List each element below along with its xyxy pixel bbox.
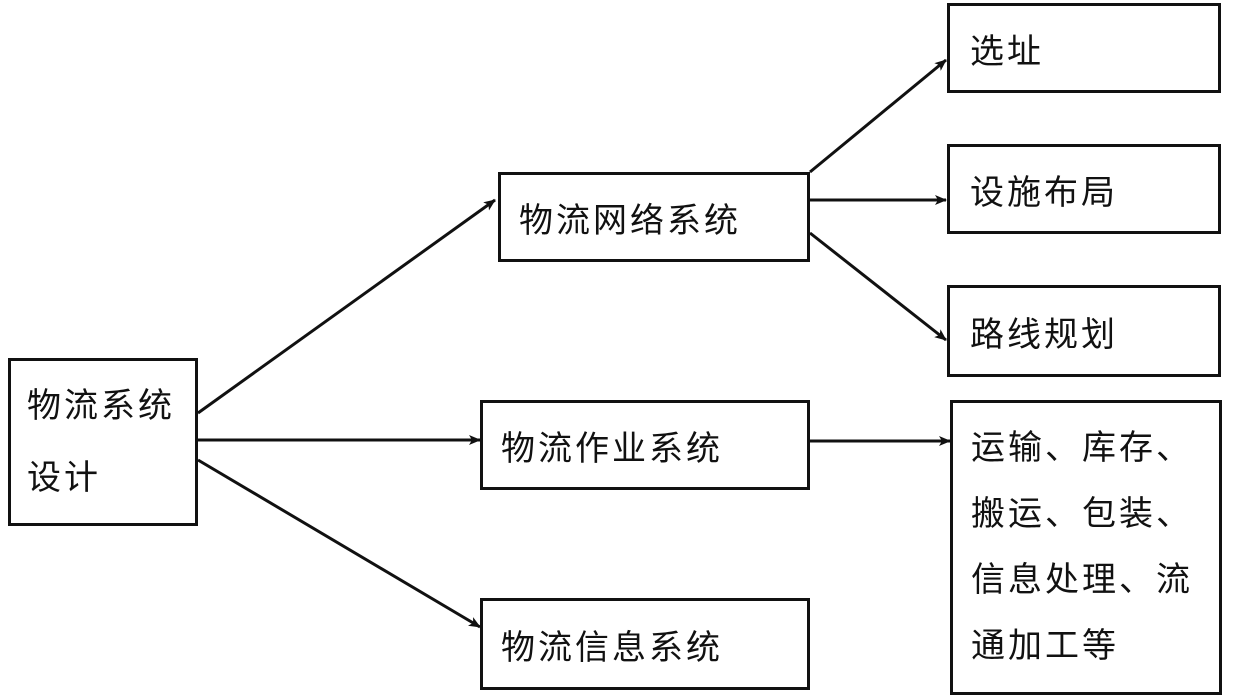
activities-line2: 搬运、包装、 xyxy=(971,494,1193,534)
node-siting: 选址 xyxy=(947,3,1221,93)
arrow-root-to-information xyxy=(197,458,481,629)
node-facility-layout: 设施布局 xyxy=(947,144,1221,234)
node-operation-activities: 运输、库存、 搬运、包装、 信息处理、流 通加工等 xyxy=(950,400,1222,695)
root-node-label-line1: 物流系统 xyxy=(27,386,175,426)
node-label: 物流网络系统 xyxy=(519,200,741,241)
node-logistics-operation-system: 物流作业系统 xyxy=(480,400,810,490)
root-node-logistics-system-design: 物流系统 设计 xyxy=(8,358,198,526)
node-label: 路线规划 xyxy=(970,314,1118,355)
arrow-network-to-routing xyxy=(809,231,947,342)
node-route-planning: 路线规划 xyxy=(947,285,1221,377)
node-logistics-information-system: 物流信息系统 xyxy=(480,598,810,690)
node-label: 设施布局 xyxy=(970,172,1118,213)
arrow-root-to-network xyxy=(197,198,496,415)
node-label: 物流信息系统 xyxy=(501,627,723,668)
node-logistics-network-system: 物流网络系统 xyxy=(498,172,810,262)
activities-line1: 运输、库存、 xyxy=(971,428,1193,468)
arrow-network-to-siting xyxy=(809,58,947,174)
root-node-label-line2: 设计 xyxy=(27,458,101,498)
node-label: 选址 xyxy=(970,31,1044,72)
node-label: 物流作业系统 xyxy=(501,428,723,469)
activities-line3: 信息处理、流 xyxy=(971,560,1193,600)
activities-line4: 通加工等 xyxy=(971,626,1119,666)
